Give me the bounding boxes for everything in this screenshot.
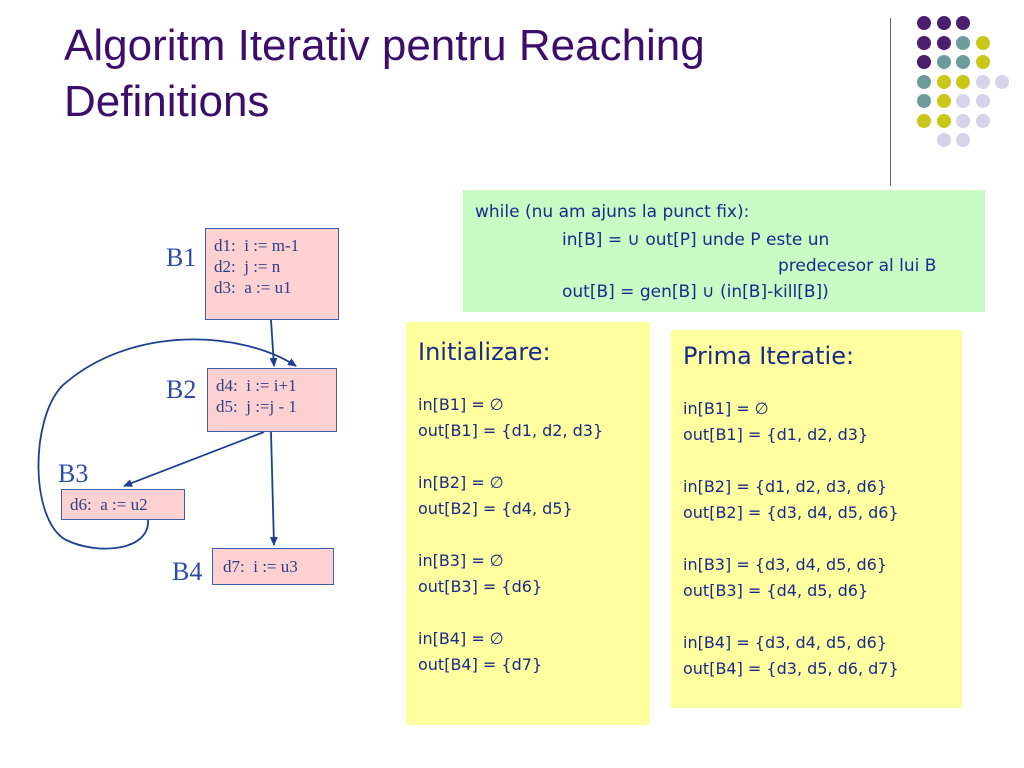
block-b2-line: d5: j :=j - 1	[216, 397, 297, 416]
algorithm-line: out[B] = gen[B] ∪ (in[B]-kill[B])	[562, 282, 829, 302]
decorative-dot	[956, 94, 970, 108]
decorative-dot	[956, 133, 970, 147]
decorative-dot	[975, 74, 990, 89]
decorative-dot	[975, 94, 990, 108]
edge-b2-b4	[269, 431, 278, 546]
decorative-dot	[936, 16, 951, 30]
decorative-dot	[917, 113, 931, 128]
basic-block-b3: d6: a := u2	[61, 489, 185, 520]
decorative-dot	[956, 35, 970, 50]
title-divider	[890, 18, 891, 186]
block-b3-line: d6: a := u2	[70, 495, 148, 514]
basic-block-b1: d1: i := m-1 d2: j := n d3: a := u1	[205, 228, 339, 320]
decorative-dot	[956, 74, 970, 89]
set-row: in[B2] = ∅	[418, 473, 504, 492]
decorative-dot	[936, 94, 951, 108]
block-label-b1: B1	[166, 243, 197, 272]
decorative-dot	[956, 55, 970, 69]
decorative-dot	[917, 16, 931, 30]
set-row: out[B4] = {d3, d5, d6, d7}	[683, 659, 899, 678]
decorative-dot	[975, 55, 990, 69]
algorithm-line: in[B] = ∪ out[P] unde P este un	[562, 230, 830, 250]
algorithm-line: predecesor al lui B	[778, 256, 937, 276]
set-row: in[B1] = ∅	[418, 395, 504, 414]
decorative-dot	[936, 35, 951, 50]
first-iteration-box: Prima Iteratie: in[B1] = ∅ out[B1] = {d1…	[671, 330, 962, 708]
edge-b1-b2	[269, 319, 278, 367]
set-row: in[B3] = ∅	[418, 551, 504, 570]
decorative-dot	[936, 74, 951, 89]
set-row: in[B2] = {d1, d2, d3, d6}	[683, 477, 888, 496]
decorative-dot	[956, 113, 970, 128]
set-row: out[B4] = {d7}	[418, 655, 543, 674]
decorative-dot	[956, 16, 970, 30]
initialization-box: Initializare: in[B1] = ∅ out[B1] = {d1, …	[406, 322, 650, 725]
block-b1-line: d2: j := n	[214, 257, 281, 276]
decorative-dot	[917, 55, 931, 69]
decorative-dot	[995, 74, 1009, 89]
set-row: out[B2] = {d3, d4, d5, d6}	[683, 503, 899, 522]
algorithm-box: while (nu am ajuns la punct fix): in[B] …	[463, 190, 985, 312]
block-b2-line: d4: i := i+1	[216, 376, 297, 395]
set-row: out[B1] = {d1, d2, d3}	[683, 425, 869, 444]
decorative-dot	[936, 113, 951, 128]
edge-b3-b2-loop	[37, 338, 297, 550]
set-row: in[B4] = ∅	[418, 629, 504, 648]
block-b4-line: d7: i := u3	[223, 557, 298, 576]
set-row: in[B1] = ∅	[683, 399, 769, 418]
set-row: in[B3] = {d3, d4, d5, d6}	[683, 555, 888, 574]
set-row: in[B4] = {d3, d4, d5, d6}	[683, 633, 888, 652]
decorative-dot	[936, 55, 951, 69]
first-iteration-heading: Prima Iteratie:	[683, 342, 855, 370]
set-row: out[B1] = {d1, d2, d3}	[418, 421, 604, 440]
decorative-dot	[936, 133, 951, 147]
decorative-dot	[975, 35, 990, 50]
block-b1-line: d1: i := m-1	[214, 236, 300, 255]
slide-title: Algoritm Iterativ pentru Reaching Defini…	[64, 21, 705, 126]
algorithm-line: while (nu am ajuns la punct fix):	[475, 202, 750, 222]
basic-block-b2: d4: i := i+1 d5: j :=j - 1	[207, 368, 337, 432]
decorative-dot	[917, 35, 931, 50]
block-label-b3: B3	[58, 459, 89, 488]
decorative-dot	[917, 94, 931, 108]
block-label-b2: B2	[166, 375, 197, 404]
block-label-b4: B4	[172, 557, 203, 586]
initialization-heading: Initializare:	[418, 338, 551, 366]
decorative-dot	[975, 113, 990, 128]
decorative-dot	[917, 74, 931, 89]
set-row: out[B3] = {d4, d5, d6}	[683, 581, 869, 600]
set-row: out[B3] = {d6}	[418, 577, 543, 596]
basic-block-b4: d7: i := u3	[212, 548, 334, 585]
set-row: out[B2] = {d4, d5}	[418, 499, 573, 518]
block-b1-line: d3: a := u1	[214, 278, 292, 297]
edge-b2-b3	[123, 431, 265, 487]
